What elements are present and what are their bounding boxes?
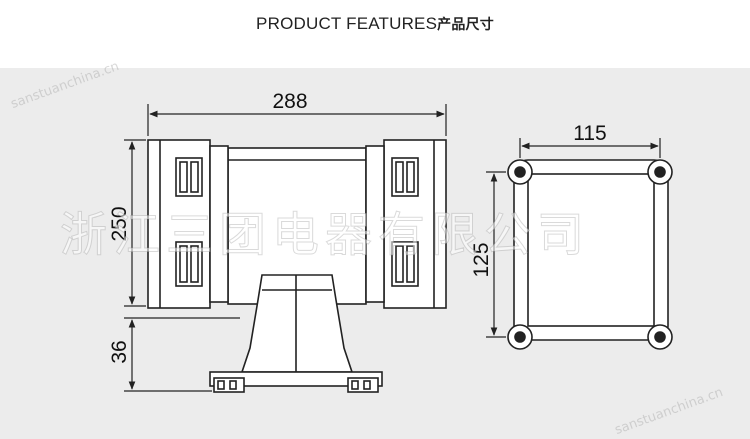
title-english: PRODUCT FEATURES bbox=[256, 14, 438, 33]
dim-mount-height: 125 bbox=[470, 242, 493, 277]
dim-total-width: 288 bbox=[272, 90, 307, 113]
page-title: PRODUCT FEATURES产品尺寸 bbox=[0, 14, 750, 34]
mount-dimension-lines bbox=[486, 138, 661, 338]
title-chinese: 产品尺寸 bbox=[437, 17, 494, 33]
mount-hole-top-left bbox=[507, 159, 533, 185]
mount-hole-bottom-right bbox=[647, 324, 673, 350]
siren-front-view bbox=[147, 139, 447, 393]
left-horn bbox=[147, 139, 229, 309]
dim-body-height: 250 bbox=[108, 206, 131, 241]
mount-hole-top-right bbox=[647, 159, 673, 185]
right-horn bbox=[365, 139, 447, 309]
base-plate bbox=[209, 371, 383, 393]
dim-mount-width: 115 bbox=[573, 122, 606, 145]
front-dimension-lines bbox=[124, 104, 447, 392]
mount-hole-bottom-left bbox=[507, 324, 533, 350]
dim-base-height: 36 bbox=[108, 340, 131, 363]
mounting-plate-view bbox=[507, 159, 673, 350]
